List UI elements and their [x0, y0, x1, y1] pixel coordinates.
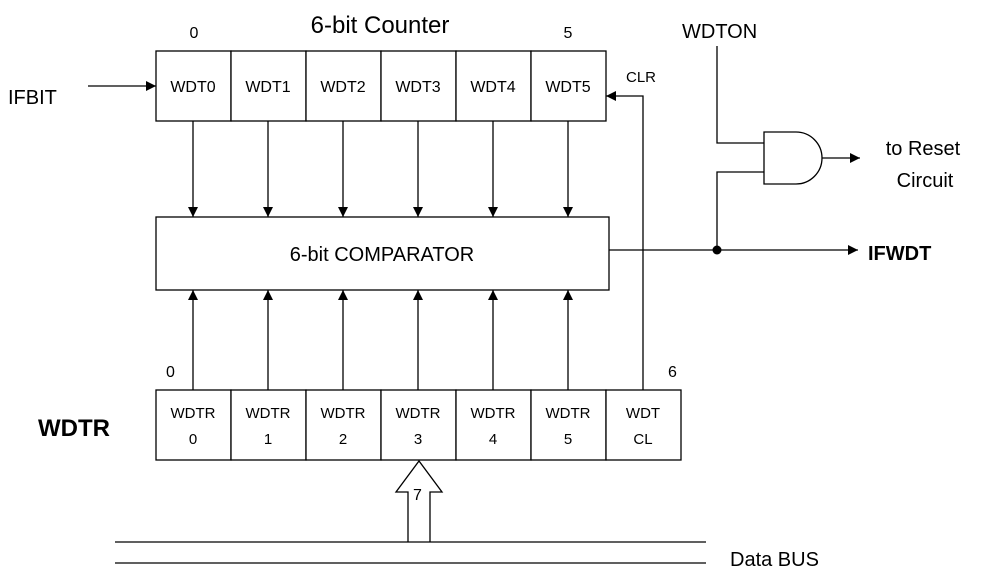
counter-cell-2: [305, 50, 382, 122]
counter-cell-4-label: WDT4: [470, 79, 515, 96]
register-cell-6: [605, 389, 682, 461]
data-bus-label: Data BUS: [730, 549, 819, 571]
counter-end-index: 5: [564, 25, 573, 42]
bus-width-label: 7: [413, 487, 422, 504]
counter-cell-1: [230, 50, 307, 122]
counter-to-comparator-arrows: [188, 121, 573, 217]
bus-input-arrow: [394, 459, 444, 542]
register-cell-4-top: WDTR: [471, 405, 516, 422]
counter-cell-2-label: WDT2: [320, 79, 365, 96]
ifwdt-output-label: IFWDT: [868, 243, 931, 265]
register-cell-2-bottom: 2: [339, 431, 347, 448]
register-to-comparator-arrows: [188, 290, 573, 390]
counter-cell-0: [155, 50, 232, 122]
comparator-block: [155, 216, 610, 291]
reset-output-label-line2: Circuit: [897, 170, 954, 192]
ifbit-input-label: IFBIT: [8, 87, 57, 109]
counter-title: 6-bit Counter: [311, 12, 450, 39]
register-name: WDTR: [38, 415, 110, 442]
register-cell-4: [455, 389, 532, 461]
register-end-index: 6: [668, 364, 677, 381]
register-cell-1-top: WDTR: [246, 405, 291, 422]
wdton-input-label: WDTON: [682, 21, 757, 43]
register-start-index: 0: [166, 364, 175, 381]
counter-cell-5: [530, 50, 607, 122]
register-cell-2: [305, 389, 382, 461]
register-cell-0-top: WDTR: [171, 405, 216, 422]
comparator-label: 6-bit COMPARATOR: [290, 244, 474, 266]
register-cell-3-top: WDTR: [396, 405, 441, 422]
and-gate: [763, 131, 823, 185]
wdton-input-wire: [716, 46, 764, 144]
register-cell-6-top: WDT: [626, 405, 660, 422]
counter-cell-0-label: WDT0: [170, 79, 215, 96]
counter-block: 6-bit Counter 0 5 WDT0 WDT1 WDT2 WDT3 WD…: [155, 12, 656, 122]
register-cell-3: [380, 389, 457, 461]
clear-feedback-line: [606, 91, 644, 390]
counter-cell-5-label: WDT5: [545, 79, 590, 96]
register-cell-1-bottom: 1: [264, 431, 272, 448]
reset-output-label-line1: to Reset: [886, 138, 961, 160]
register-cell-2-top: WDTR: [321, 405, 366, 422]
register-cell-4-bottom: 4: [489, 431, 497, 448]
wdtr-register: WDTR 0 6 WDTR 0 WDTR 1 WDTR 2 WDTR 3 WDT…: [38, 364, 682, 461]
register-cell-3-bottom: 3: [414, 431, 422, 448]
comparator-to-gate-wire: [716, 171, 764, 250]
counter-clear-label: CLR: [626, 69, 656, 86]
register-cell-0: [155, 389, 232, 461]
register-cell-5: [530, 389, 607, 461]
counter-start-index: 0: [190, 25, 199, 42]
counter-cell-3-label: WDT3: [395, 79, 440, 96]
register-cell-0-bottom: 0: [189, 431, 197, 448]
register-cell-6-bottom: CL: [633, 431, 652, 448]
counter-cell-1-label: WDT1: [245, 79, 290, 96]
register-cell-1: [230, 389, 307, 461]
register-cell-5-bottom: 5: [564, 431, 572, 448]
register-cell-5-top: WDTR: [546, 405, 591, 422]
